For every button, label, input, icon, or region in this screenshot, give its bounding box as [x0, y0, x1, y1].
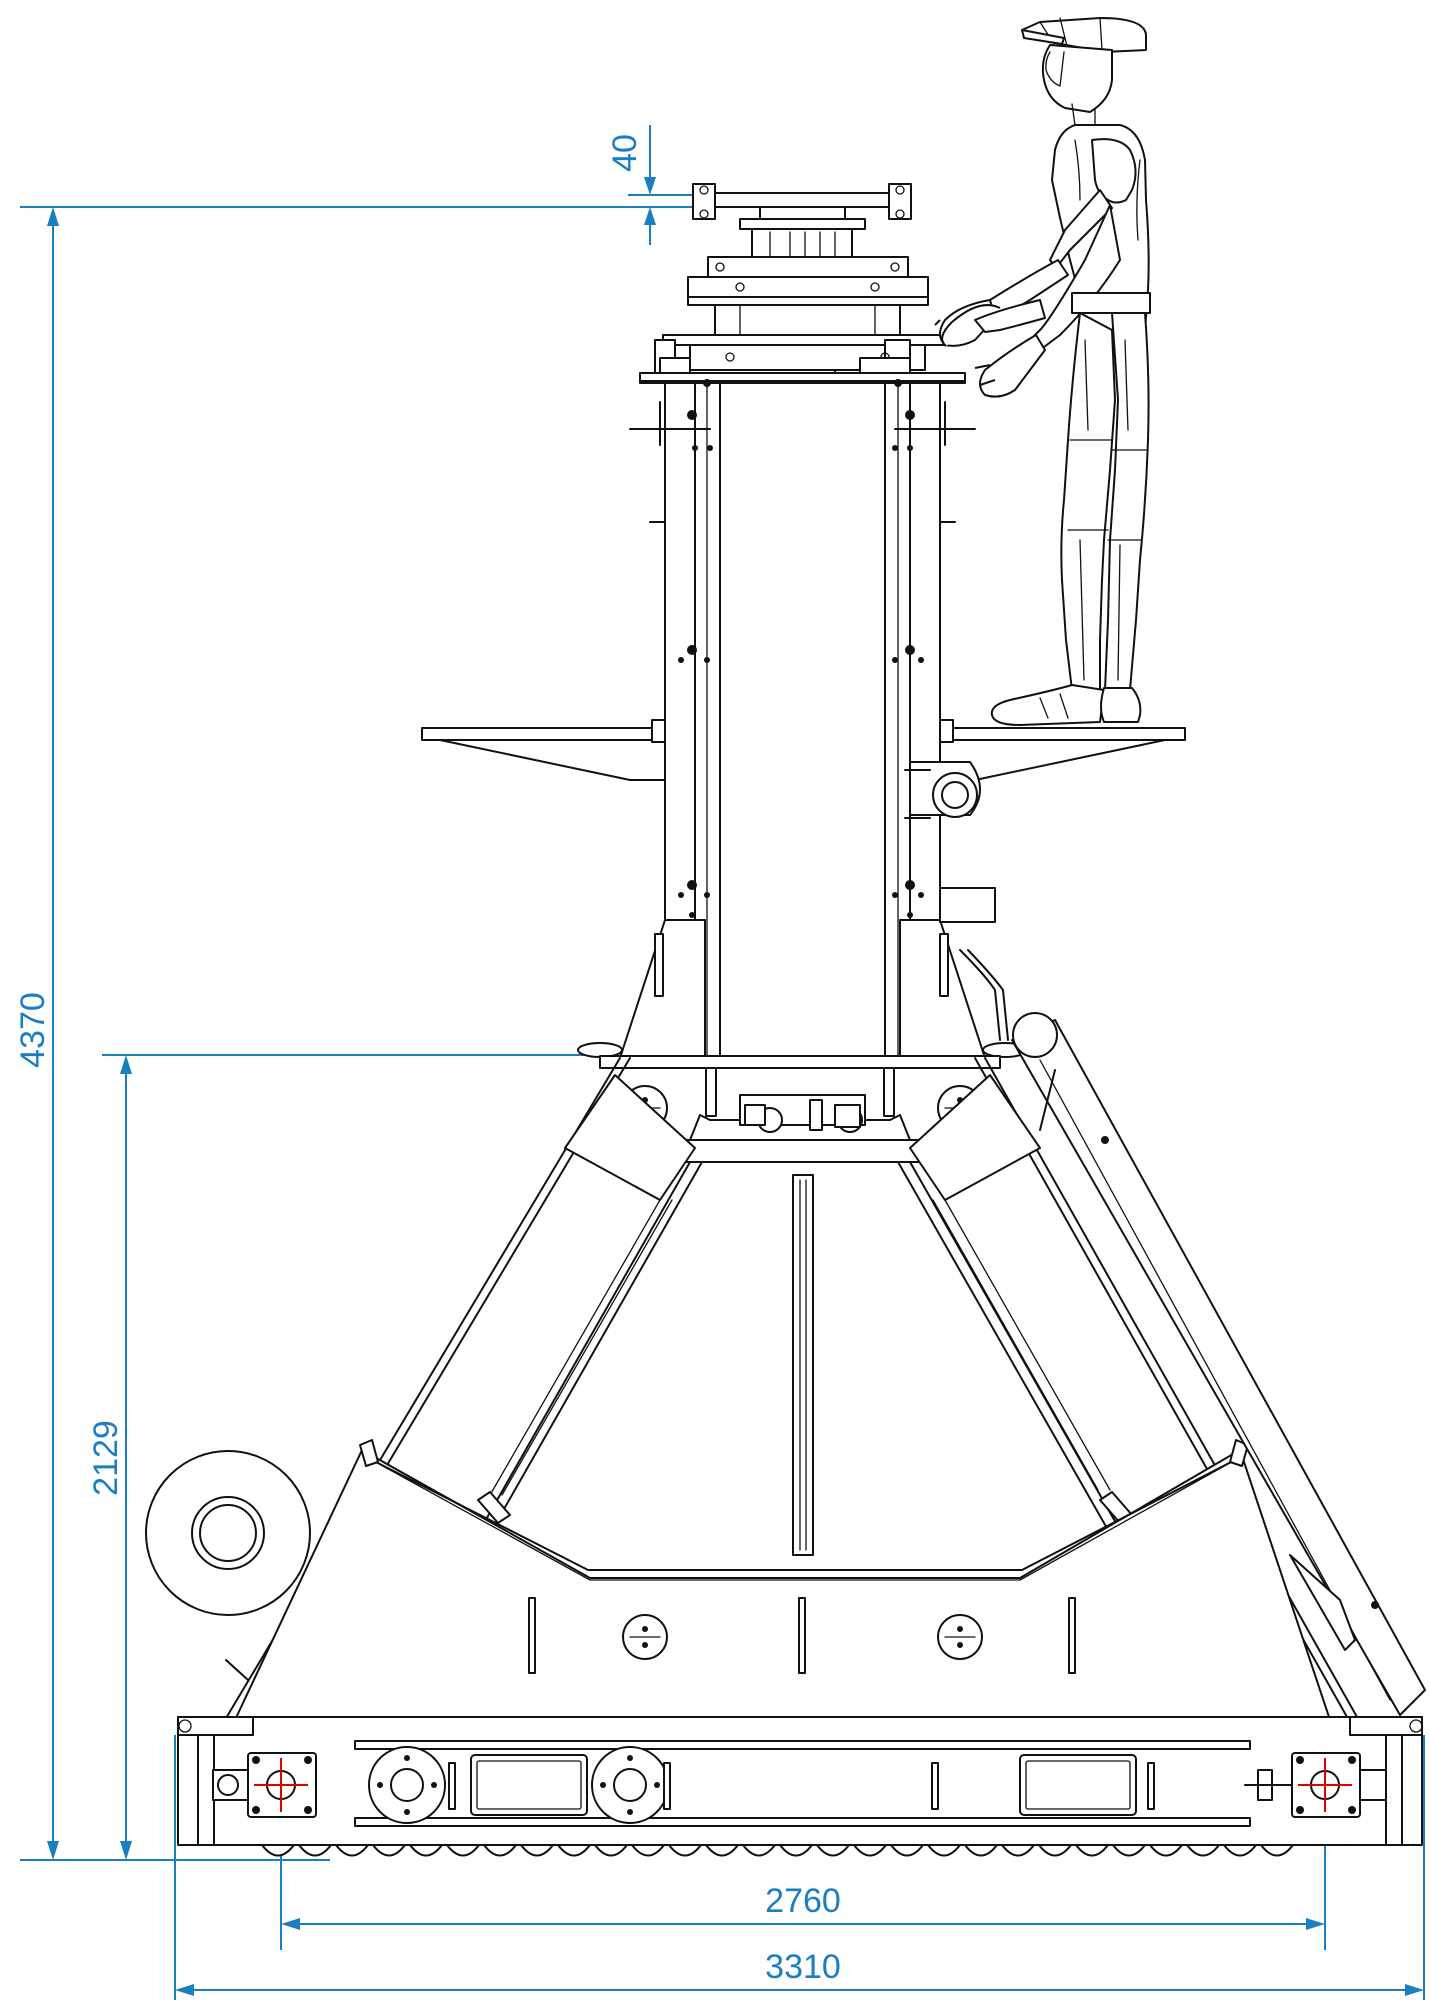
track-roller [964, 1844, 998, 1857]
dim-label-40: 40 [606, 134, 644, 172]
left-platform [421, 719, 666, 781]
track-roller [705, 1844, 739, 1857]
track-roller [890, 1844, 924, 1857]
dimension-overall-width: 3310 [174, 1735, 1425, 2000]
dimension-top-plate: 40 [606, 125, 700, 245]
track-roller [1149, 1844, 1183, 1857]
track-roller [594, 1844, 628, 1857]
track-roller [298, 1844, 332, 1857]
a-frame [209, 1057, 1371, 1746]
track-roller [1038, 1844, 1072, 1857]
dim-label-2129: 2129 [87, 1420, 125, 1496]
track-roller [779, 1844, 813, 1857]
operator-figure [934, 17, 1151, 726]
track-roller [927, 1844, 961, 1857]
track-roller [1075, 1844, 1109, 1857]
track-roller [1223, 1844, 1257, 1857]
track-roller [409, 1844, 443, 1857]
track-roller [1186, 1844, 1220, 1857]
track-roller [483, 1844, 517, 1857]
dim-label-3310: 3310 [765, 1948, 841, 1986]
track-rollers [261, 1844, 1346, 1857]
top-turntable [639, 183, 966, 384]
mast-bolts [678, 379, 924, 918]
base-chassis [177, 1716, 1423, 1846]
track-roller [1260, 1844, 1294, 1857]
track-roller [631, 1844, 665, 1857]
track-roller [557, 1844, 591, 1857]
dim-label-4370: 4370 [14, 992, 52, 1068]
track-roller [261, 1844, 295, 1857]
right-platform [904, 719, 1186, 819]
cable-reel [145, 1450, 311, 1616]
track-roller [520, 1844, 554, 1857]
track-roller [335, 1844, 369, 1857]
mast-column [629, 379, 976, 1059]
track-roller [853, 1844, 887, 1857]
track-roller [816, 1844, 850, 1857]
track-roller [1112, 1844, 1146, 1857]
track-roller [1001, 1844, 1035, 1857]
dim-label-2760: 2760 [765, 1882, 841, 1920]
dimension-total-height: 4370 [14, 206, 760, 1861]
track-roller [372, 1844, 406, 1857]
track-roller [742, 1844, 776, 1857]
dimension-lower-height: 2129 [87, 1054, 590, 1860]
track-roller [446, 1844, 480, 1857]
track-roller [668, 1844, 702, 1857]
ramp-arm [1011, 1012, 1426, 1716]
